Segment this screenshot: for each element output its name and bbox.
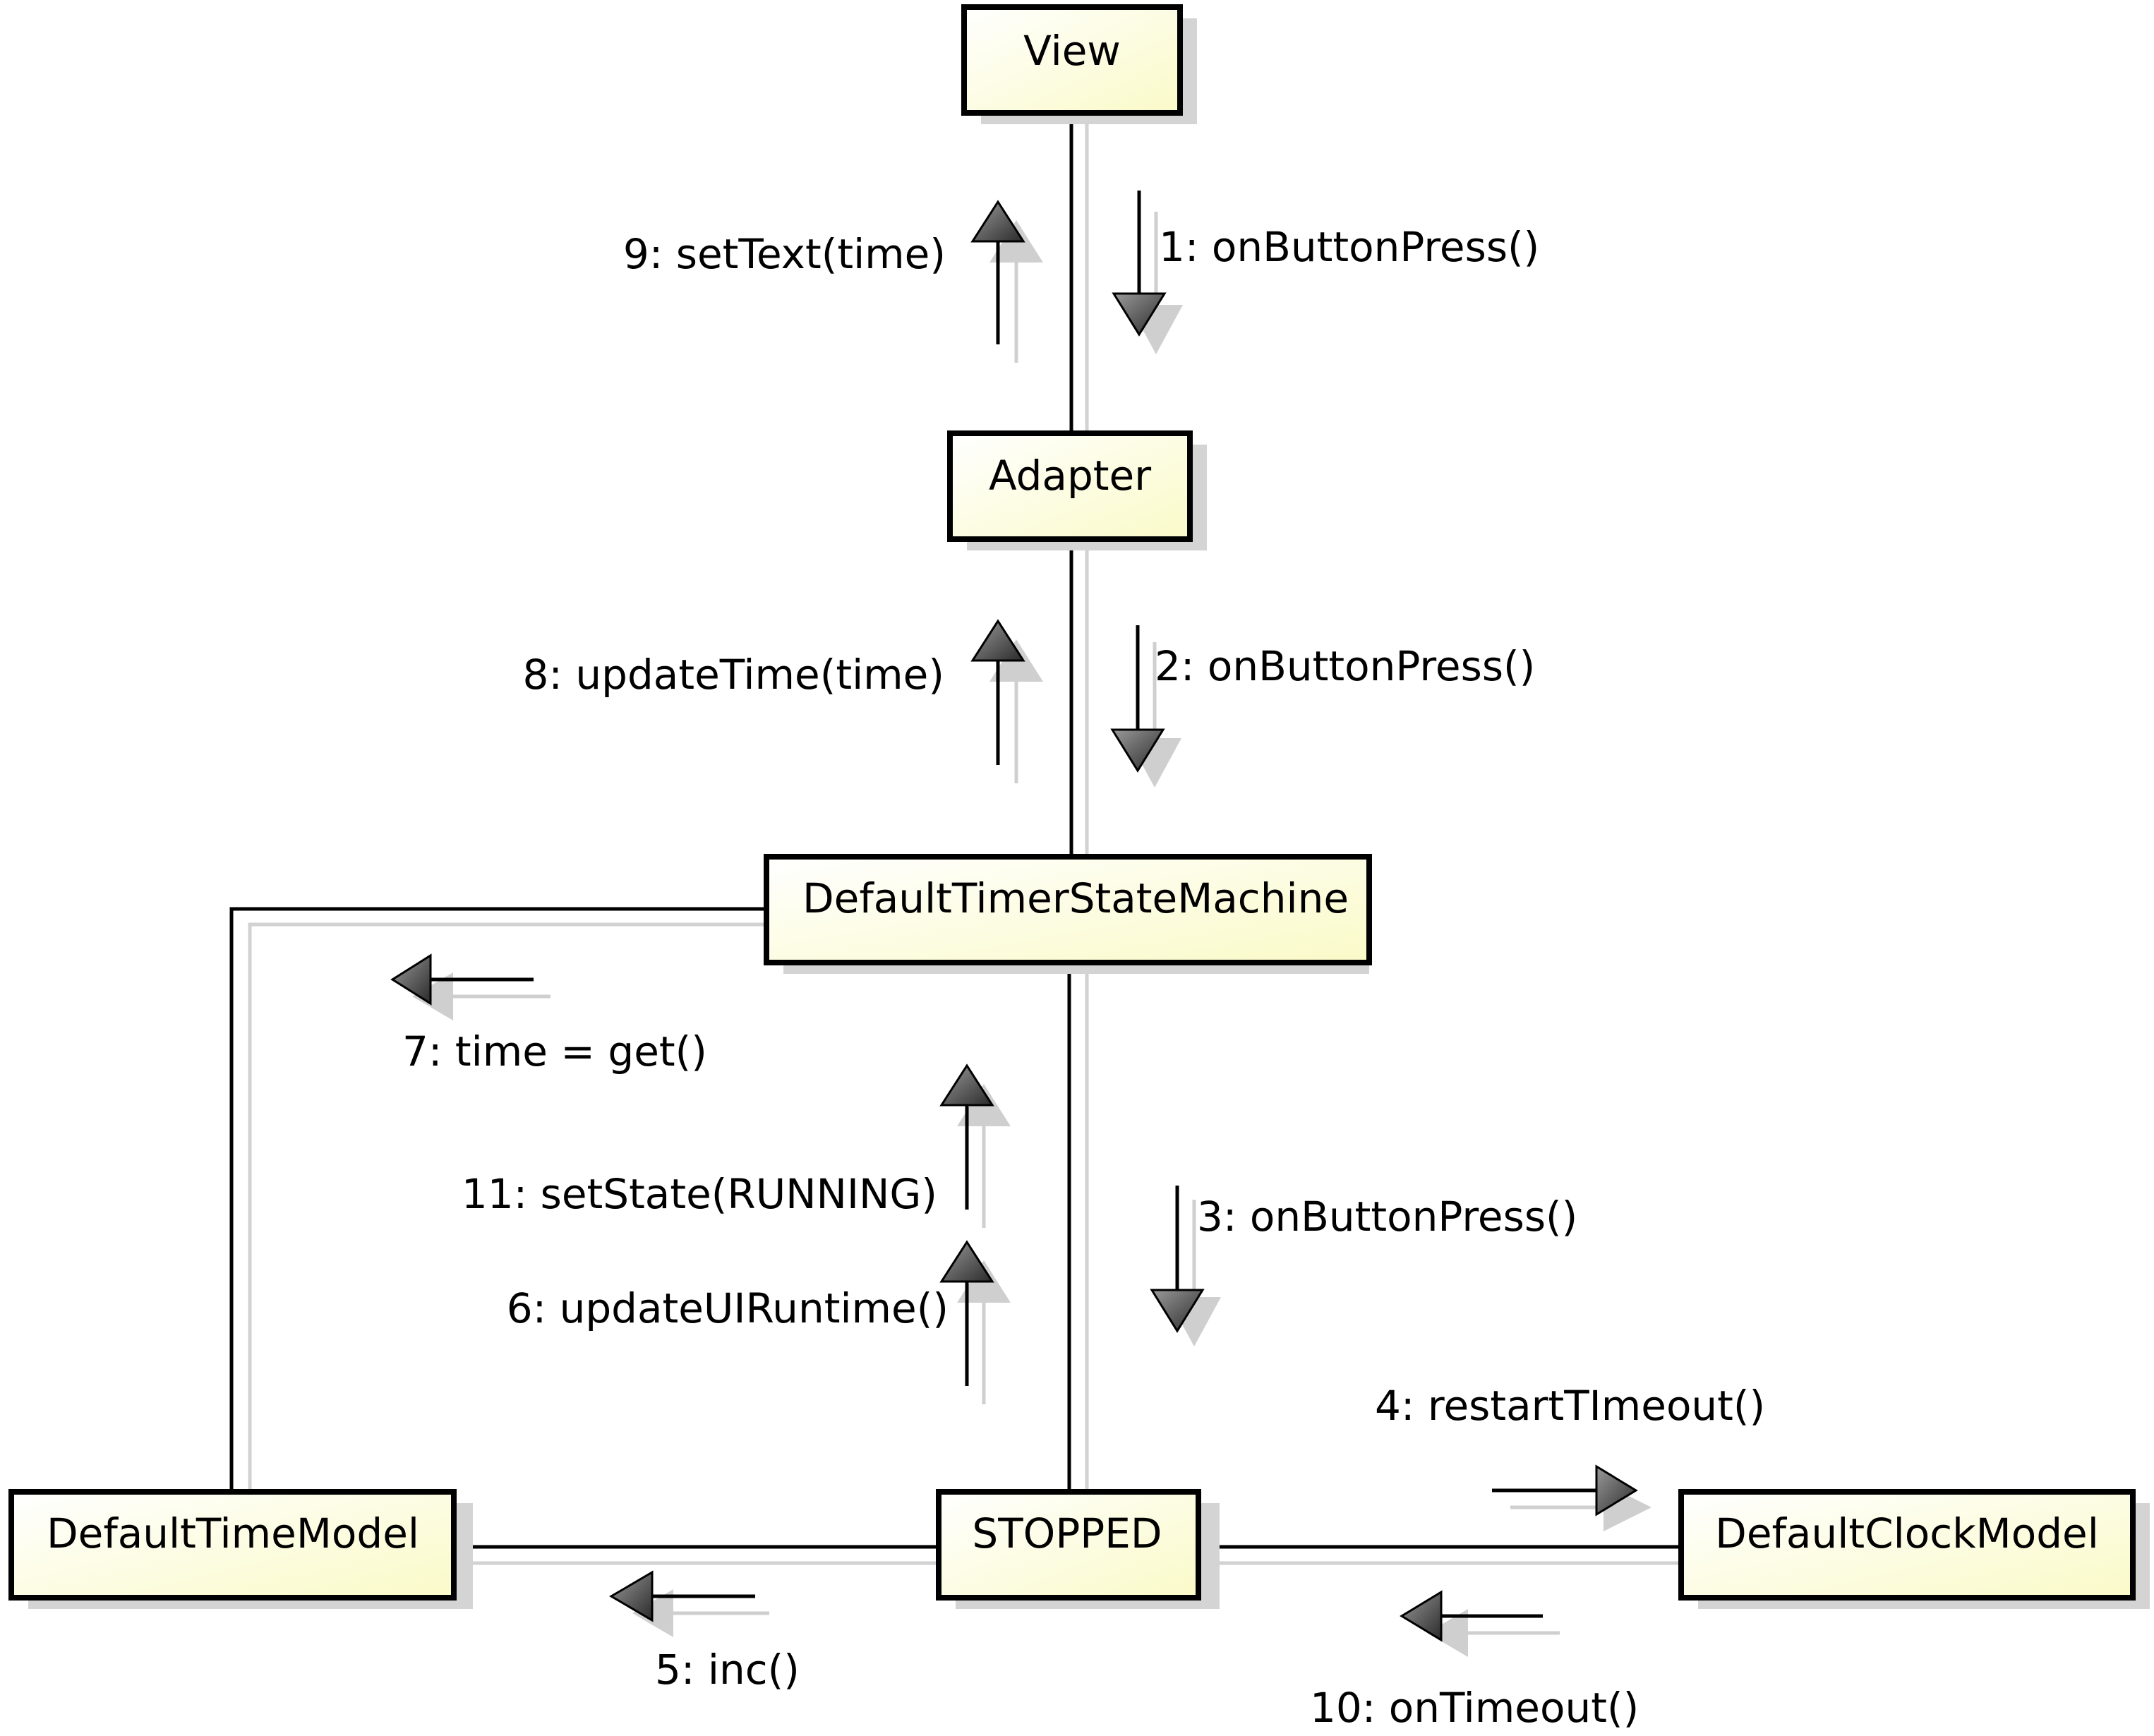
node-box <box>8 1489 457 1601</box>
node-label: STOPPED <box>972 1509 1162 1557</box>
message-arrow-up-icon <box>939 1240 1011 1404</box>
node-label: DefaultTimeModel <box>47 1509 419 1557</box>
message-label-3: 3: onButtonPress() <box>1197 1193 1577 1241</box>
node-view: View <box>961 4 1197 124</box>
message-arrow-right-icon <box>1492 1464 1651 1531</box>
node-box <box>961 4 1183 116</box>
message-label-7: 7: time = get() <box>402 1027 707 1075</box>
node-box <box>764 854 1372 965</box>
connectors <box>229 114 1681 1549</box>
node-label: DefaultTimerStateMachine <box>802 874 1349 922</box>
message-label-9: 9: setText(time) <box>623 230 946 278</box>
message-label-6: 6: updateUIRuntime() <box>507 1284 949 1332</box>
node-box <box>947 430 1193 542</box>
message-label-11: 11: setState(RUNNING) <box>462 1170 937 1218</box>
message-arrow-down-icon <box>1150 1186 1221 1346</box>
node-label: DefaultClockModel <box>1715 1509 2099 1557</box>
message-label-2: 2: onButtonPress() <box>1155 642 1535 690</box>
node-timemodel: DefaultTimeModel <box>8 1489 473 1609</box>
message-label-1: 1: onButtonPress() <box>1159 223 1539 271</box>
message-arrow-up-icon <box>939 1063 1011 1228</box>
connector-shadows <box>248 120 1701 1565</box>
message-label-4: 4: restartTImeout() <box>1375 1382 1765 1430</box>
node-box <box>936 1489 1201 1601</box>
message-labels: 1: onButtonPress() 9: setText(time) 2: o… <box>402 223 1765 1732</box>
message-arrow-down-icon <box>1112 191 1183 354</box>
message-arrow-up-icon <box>970 200 1043 363</box>
message-arrow-left-icon <box>609 1570 769 1637</box>
link-statemachine-timemodel <box>229 907 766 1489</box>
message-label-10: 10: onTimeout() <box>1310 1684 1639 1732</box>
message-arrow-down-icon <box>1110 625 1181 788</box>
node-clockmodel: DefaultClockModel <box>1678 1489 2150 1609</box>
message-arrow-left-icon <box>390 953 550 1020</box>
message-label-8: 8: updateTime(time) <box>523 651 944 699</box>
node-adapter: Adapter <box>947 430 1207 550</box>
node-statemachine: DefaultTimerStateMachine <box>764 854 1372 974</box>
message-arrow-left-icon <box>1400 1590 1560 1657</box>
node-label: Adapter <box>989 452 1151 500</box>
node-label: View <box>1023 27 1121 75</box>
node-stopped: STOPPED <box>936 1489 1220 1609</box>
message-label-5: 5: inc() <box>655 1646 800 1694</box>
node-box <box>1678 1489 2136 1601</box>
message-arrow-up-icon <box>970 619 1043 783</box>
